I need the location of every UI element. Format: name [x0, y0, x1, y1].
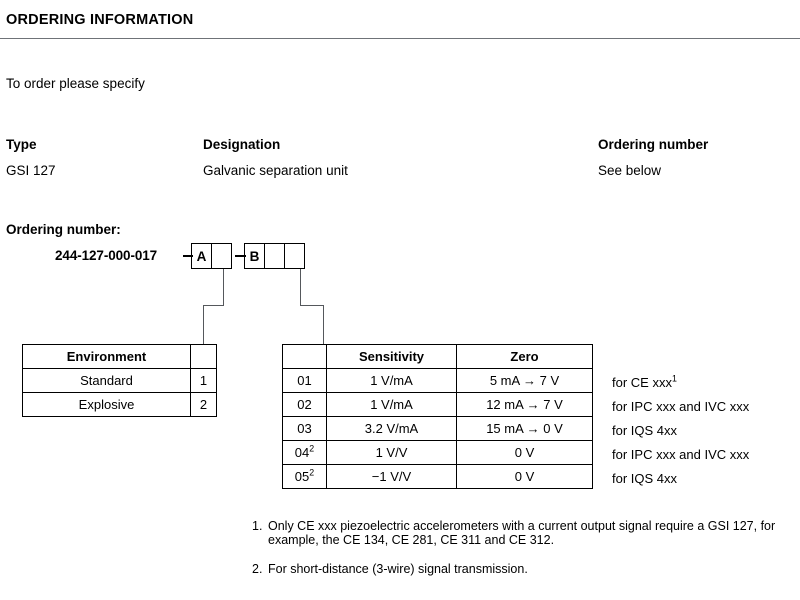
table-row: Environment [22, 344, 217, 369]
code-group-a: A [191, 243, 232, 269]
sensitivity-code-05: 052 [282, 464, 327, 489]
sensitivity-value-03: 3.2 V/mA [326, 416, 457, 441]
designation-value: Galvanic separation unit [203, 163, 348, 178]
leader-line-sens-segment-2 [300, 305, 324, 306]
sensitivity-code-01: 01 [282, 368, 327, 393]
sensitivity-code-02: 02 [282, 392, 327, 417]
intro-text: To order please specify [6, 76, 145, 91]
environment-header: Environment [22, 344, 191, 369]
table-row: 02 1 V/mA 12 mA → 7 V [282, 392, 593, 417]
sensitivity-header: Sensitivity [326, 344, 457, 369]
code-cell-b-letter[interactable]: B [244, 243, 265, 269]
footnote-marker: 1 [671, 373, 677, 384]
zero-value-01: 5 mA → 7 V [456, 368, 593, 393]
annotation-04: for IPC xxx and IVC xxx [612, 447, 750, 462]
annotation-02: for IPC xxx and IVC xxx [612, 399, 750, 414]
annotation-03: for IQS 4xx [612, 423, 678, 438]
table-row: 03 3.2 V/mA 15 mA → 0 V [282, 416, 593, 441]
zero-value-02: 12 mA → 7 V [456, 392, 593, 417]
ordering-number-label: Ordering number [598, 137, 709, 152]
leader-line-env-segment-3 [203, 305, 204, 345]
code-connector-dash-1 [183, 255, 193, 257]
code-cell-a-letter[interactable]: A [191, 243, 212, 269]
footnote-1-text: Only CE xxx piezoelectric accelerometers… [268, 519, 776, 547]
sensitivity-value-01: 1 V/mA [326, 368, 457, 393]
leader-line-env-segment-2 [203, 305, 224, 306]
ordering-number-heading: Ordering number: [6, 222, 121, 237]
code-connector-dash-2 [235, 255, 246, 257]
footnote-2: 2. For short-distance (3-wire) signal tr… [252, 562, 797, 576]
footnote-marker: 2 [309, 467, 315, 478]
annotation-01: for CE xxx1 [612, 373, 677, 390]
sensitivity-value-05: −1 V/V [326, 464, 457, 489]
environment-code-explosive: 2 [190, 392, 217, 417]
zero-value-04: 0 V [456, 440, 593, 465]
footnote-marker: 2 [309, 443, 315, 454]
type-value: GSI 127 [6, 163, 56, 178]
code-cell-b-digit-2[interactable] [284, 243, 305, 269]
environment-name-standard: Standard [22, 368, 191, 393]
annotation-05: for IQS 4xx [612, 471, 678, 486]
leader-line-sens-segment-3 [323, 305, 324, 345]
sensitivity-value-02: 1 V/mA [326, 392, 457, 417]
table-row: Standard 1 [22, 368, 217, 393]
zero-value-03: 15 mA → 0 V [456, 416, 593, 441]
environment-table: Environment Standard 1 Explosive 2 [22, 344, 217, 417]
zero-header: Zero [456, 344, 593, 369]
ordering-base-code: 244-127-000-017 [55, 248, 158, 263]
environment-name-explosive: Explosive [22, 392, 191, 417]
table-row: Sensitivity Zero [282, 344, 593, 369]
title-divider [0, 38, 800, 39]
type-label: Type [6, 137, 37, 152]
page-title: ORDERING INFORMATION [6, 12, 194, 28]
sensitivity-table: Sensitivity Zero 01 1 V/mA 5 mA → 7 V 02… [282, 344, 593, 489]
table-row: Explosive 2 [22, 392, 217, 417]
leader-line-sens-segment-1 [300, 269, 301, 305]
code-cell-b-digit-1[interactable] [264, 243, 285, 269]
footnote-1: 1. Only CE xxx piezoelectric acceleromet… [252, 519, 797, 547]
sensitivity-code-03: 03 [282, 416, 327, 441]
table-row: 01 1 V/mA 5 mA → 7 V [282, 368, 593, 393]
code-group-b: B [244, 243, 305, 269]
ordering-number-value: See below [598, 163, 662, 178]
footnote-1-number: 1. [252, 519, 263, 533]
table-row: 052 −1 V/V 0 V [282, 464, 593, 489]
designation-label: Designation [203, 137, 281, 152]
code-cell-a-digit[interactable] [211, 243, 232, 269]
zero-value-05: 0 V [456, 464, 593, 489]
footnote-2-text: For short-distance (3-wire) signal trans… [268, 562, 528, 576]
sensitivity-code-04: 042 [282, 440, 327, 465]
sensitivity-value-04: 1 V/V [326, 440, 457, 465]
footnote-2-number: 2. [252, 562, 263, 576]
table-row: 042 1 V/V 0 V [282, 440, 593, 465]
sensitivity-code-header-empty [282, 344, 327, 369]
environment-code-header-empty [190, 344, 217, 369]
environment-code-standard: 1 [190, 368, 217, 393]
leader-line-env-segment-1 [223, 269, 224, 305]
